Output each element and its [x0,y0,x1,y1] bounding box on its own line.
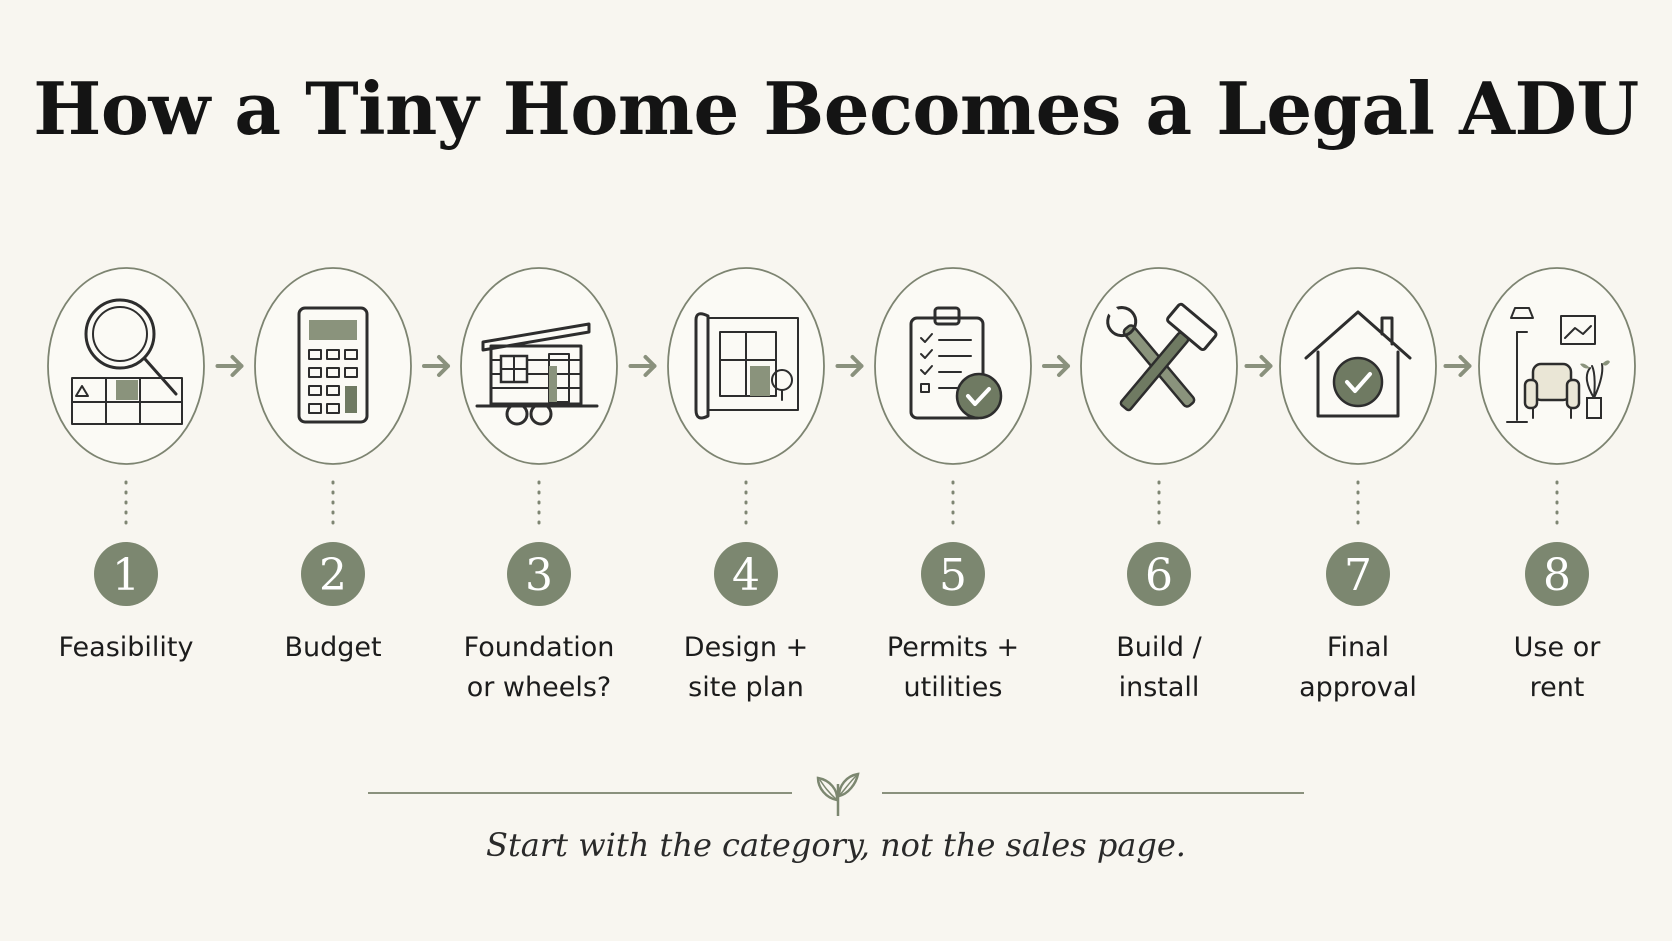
step-number-badge [921,542,985,606]
step-number-badge [94,542,158,606]
step-number: 2 [319,550,347,601]
arrow-right-icon [1244,355,1273,377]
step-number: 7 [1344,550,1372,601]
step-label: Design + site plan [683,632,809,703]
step-number-badge [1525,542,1589,606]
step-label-container: Use or rent [1457,628,1657,708]
step-number-badge [714,542,778,606]
step-label-container: Design + site plan [646,628,846,708]
step-label: Budget [284,632,382,663]
arrow-right-icon [835,355,864,377]
step-ring [460,267,618,465]
divider-right [882,792,1304,794]
arrow-right-icon [1443,355,1472,377]
step-number: 3 [525,550,553,601]
step-number: 6 [1145,550,1173,601]
arrow-right-icon [422,355,450,377]
step-number-badge [1127,542,1191,606]
step-label: Build / install [1116,632,1202,703]
step-label: Permits + utilities [886,632,1020,703]
step-label: Feasibility [58,632,194,663]
step-7: 7 [1279,267,1437,606]
arrow-right-icon [1042,355,1070,377]
step-8: 8 [1478,267,1636,606]
tagline: Start with the category, not the sales p… [486,826,1186,864]
step-label-container: Final approval [1258,628,1458,708]
step-ring [874,267,1032,465]
step-number: 5 [939,550,967,601]
step-1: 1 [47,267,205,606]
step-3: 3 [460,267,618,606]
divider-left [368,792,792,794]
step-number-badge [1326,542,1390,606]
step-2: 2 [254,267,412,606]
step-label-container: Permits + utilities [853,628,1053,708]
step-4: 4 [667,267,825,606]
arrow-right-icon [215,355,244,377]
step-label-container: Build / install [1059,628,1259,708]
arrow-right-icon [628,355,657,377]
step-number: 1 [112,550,140,601]
step-number: 4 [732,550,760,601]
step-number-badge [301,542,365,606]
step-ring [254,267,412,465]
step-label: Foundation or wheels? [463,632,615,703]
step-label-container: Foundation or wheels? [439,628,639,708]
step-label: Final approval [1299,632,1417,703]
step-label: Use or rent [1513,632,1601,703]
step-5: 5 [874,267,1032,606]
step-label-container: Budget [233,628,433,668]
page-title: How a Tiny Home Becomes a Legal ADU [33,66,1639,151]
step-6: 6 [1080,267,1238,606]
step-number: 8 [1543,550,1571,601]
leaf-sprig-icon [816,772,860,816]
step-number-badge [507,542,571,606]
step-label-container: Feasibility [26,628,226,668]
